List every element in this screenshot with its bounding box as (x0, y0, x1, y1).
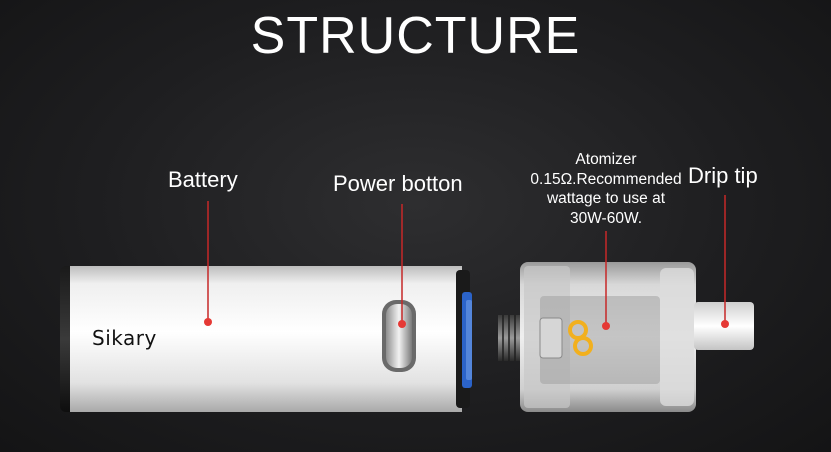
drip-tip-callout-dot (721, 320, 729, 328)
power-button-label: Power botton (333, 171, 463, 197)
brand-logo: Sikary (92, 326, 157, 350)
atomizer-callout-dot (602, 322, 610, 330)
battery-callout-dot (204, 318, 212, 326)
atomizer-label: Atomizer 0.15Ω.Recommended wattage to us… (506, 150, 706, 228)
atomizer-label-line: wattage to use at (506, 189, 706, 209)
atomizer-label-line: 30W-60W. (506, 209, 706, 229)
battery-label: Battery (168, 167, 238, 193)
atomizer-tank (498, 262, 696, 412)
power-button (386, 304, 412, 368)
atomizer-label-line: 0.15Ω.Recommended (506, 170, 706, 190)
atomizer-label-line: Atomizer (506, 150, 706, 170)
power-callout-dot (398, 320, 406, 328)
